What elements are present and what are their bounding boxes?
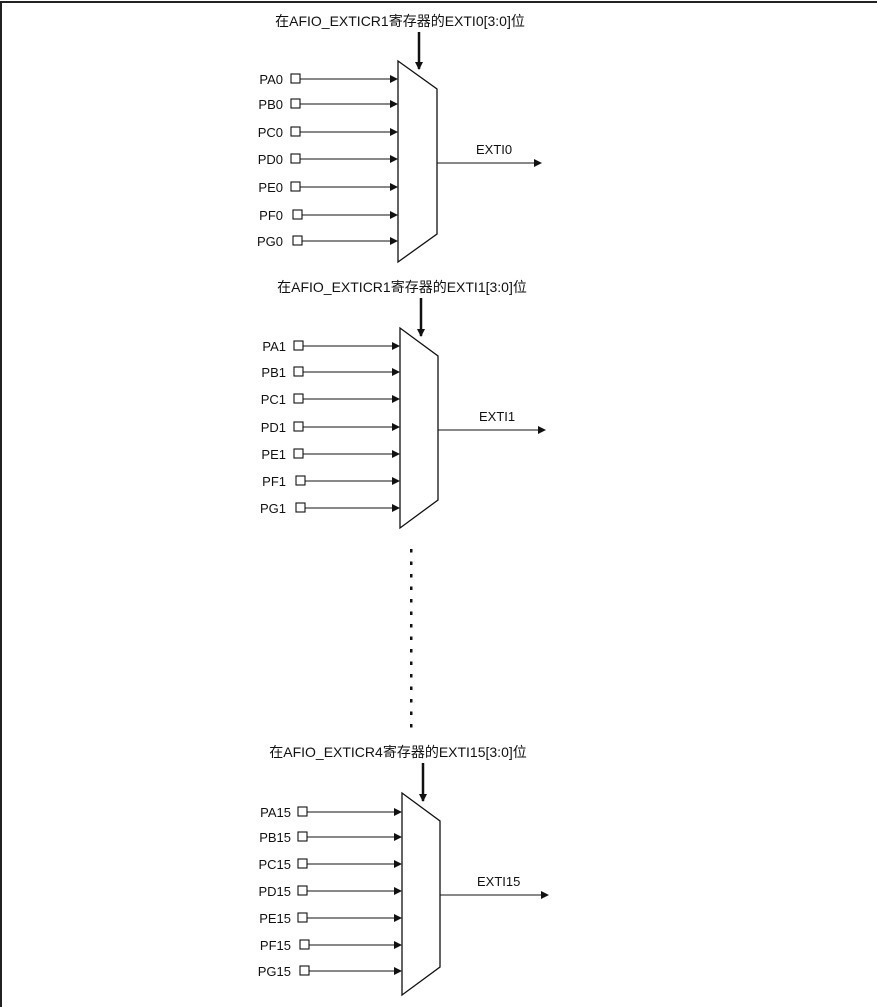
pin-square-icon bbox=[295, 502, 306, 513]
pin-square-icon bbox=[293, 366, 304, 377]
mux-trapezoid bbox=[399, 326, 439, 530]
continuation-dot bbox=[410, 649, 413, 653]
input-pin-label: PE0 bbox=[258, 180, 283, 195]
pin-square-icon bbox=[293, 421, 304, 432]
input-pin-label: PF15 bbox=[260, 938, 291, 953]
input-pin-label: PD15 bbox=[258, 884, 291, 899]
pin-square-icon bbox=[299, 965, 310, 976]
pin-square-icon bbox=[290, 126, 301, 137]
output-label: EXTI0 bbox=[476, 142, 512, 157]
pin-square-icon bbox=[292, 235, 303, 246]
pin-square-icon bbox=[297, 912, 308, 923]
continuation-dot bbox=[410, 661, 413, 665]
select-register-label: 在AFIO_EXTICR1寄存器的EXTI1[3:0]位 bbox=[277, 279, 527, 295]
input-pin-label: PD0 bbox=[258, 152, 283, 167]
pin-square-icon bbox=[293, 340, 304, 351]
continuation-dot bbox=[410, 549, 413, 553]
mux-trapezoid bbox=[397, 59, 438, 264]
multiplexer-exti15: 在AFIO_EXTICR4寄存器的EXTI15[3:0]位 PA15PB15PC1… bbox=[258, 744, 549, 997]
continuation-dot bbox=[410, 586, 413, 590]
continuation-dot bbox=[410, 636, 413, 640]
continuation-dot bbox=[410, 561, 413, 565]
mux-trapezoid bbox=[401, 791, 441, 997]
pin-square-icon bbox=[299, 939, 310, 950]
pin-square-icon bbox=[295, 475, 306, 486]
input-pin-label: PF1 bbox=[262, 474, 286, 489]
input-pin-label: PC15 bbox=[258, 857, 291, 872]
input-pin-label: PE1 bbox=[261, 447, 286, 462]
multiplexer-exti0: 在AFIO_EXTICR1寄存器的EXTI0[3:0]位 PA0PB0PC0PD0… bbox=[257, 13, 542, 264]
input-pin-label: PB15 bbox=[259, 830, 291, 845]
continuation-dot bbox=[410, 624, 413, 628]
pin-square-icon bbox=[290, 73, 301, 84]
input-pin-label: PF0 bbox=[259, 208, 283, 223]
select-register-label: 在AFIO_EXTICR1寄存器的EXTI0[3:0]位 bbox=[275, 13, 525, 29]
input-pin-label: PC1 bbox=[261, 392, 286, 407]
select-register-label: 在AFIO_EXTICR4寄存器的EXTI15[3:0]位 bbox=[269, 744, 527, 760]
input-pin-label: PA1 bbox=[262, 339, 286, 354]
pin-square-icon bbox=[293, 448, 304, 459]
output-label: EXTI15 bbox=[477, 874, 520, 889]
output-label: EXTI1 bbox=[479, 409, 515, 424]
pin-square-icon bbox=[290, 153, 301, 164]
continuation-dot bbox=[410, 711, 413, 715]
continuation-dot bbox=[410, 611, 413, 615]
pin-square-icon bbox=[297, 858, 308, 869]
continuation-dot bbox=[410, 686, 413, 690]
continuation-dot bbox=[410, 574, 413, 578]
pin-square-icon bbox=[297, 831, 308, 842]
pin-square-icon bbox=[293, 393, 304, 404]
pin-square-icon bbox=[290, 181, 301, 192]
input-pin-label: PD1 bbox=[261, 420, 286, 435]
input-pin-label: PB1 bbox=[261, 365, 286, 380]
input-pin-label: PE15 bbox=[259, 911, 291, 926]
continuation-dot bbox=[410, 699, 413, 703]
multiplexer-exti1: 在AFIO_EXTICR1寄存器的EXTI1[3:0]位 PA1PB1PC1PD1… bbox=[260, 279, 546, 530]
input-pin-label: PG15 bbox=[258, 964, 291, 979]
input-pin-label: PG1 bbox=[260, 501, 286, 516]
frame-left-border bbox=[0, 1, 2, 1007]
continuation-dot bbox=[410, 599, 413, 603]
continuation-dot bbox=[410, 724, 413, 728]
pin-square-icon bbox=[292, 209, 303, 220]
input-pin-label: PC0 bbox=[258, 125, 283, 140]
pin-square-icon bbox=[297, 806, 308, 817]
input-pin-label: PG0 bbox=[257, 234, 283, 249]
pin-square-icon bbox=[297, 885, 308, 896]
continuation-dots bbox=[410, 549, 413, 728]
input-pin-label: PA15 bbox=[260, 805, 291, 820]
input-pin-label: PB0 bbox=[258, 97, 283, 112]
continuation-dot bbox=[410, 674, 413, 678]
input-pin-label: PA0 bbox=[259, 72, 283, 87]
pin-square-icon bbox=[290, 98, 301, 109]
frame-top-border bbox=[0, 1, 877, 3]
